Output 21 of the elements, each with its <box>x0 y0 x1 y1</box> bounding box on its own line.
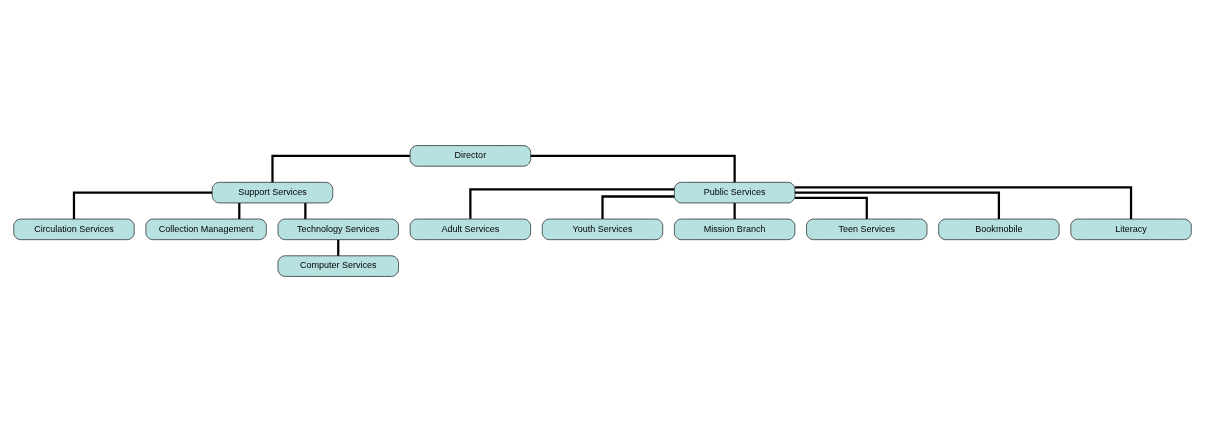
node-box: Computer Services <box>277 255 399 277</box>
node-box: Youth Services <box>541 218 664 240</box>
node-box: Bookmobile <box>938 218 1060 240</box>
node-box: Collection Management <box>145 218 267 240</box>
node-box: Adult Services <box>409 218 531 240</box>
node-box: Support Services <box>211 182 334 204</box>
node-box: Technology Services <box>277 218 399 240</box>
node-box: Director <box>409 145 531 167</box>
node-box: Public Services <box>674 182 796 204</box>
connector <box>271 154 410 183</box>
connector <box>601 195 675 219</box>
node-box: Circulation Services <box>13 218 135 240</box>
node-box: Literacy <box>1070 218 1192 240</box>
connector <box>530 154 736 183</box>
connector <box>794 191 1001 219</box>
connector <box>795 186 1133 219</box>
connector <box>794 196 868 220</box>
node-box: Teen Services <box>806 218 928 240</box>
connector <box>469 188 675 219</box>
connector <box>72 191 213 219</box>
node-box: Mission Branch <box>674 218 796 240</box>
